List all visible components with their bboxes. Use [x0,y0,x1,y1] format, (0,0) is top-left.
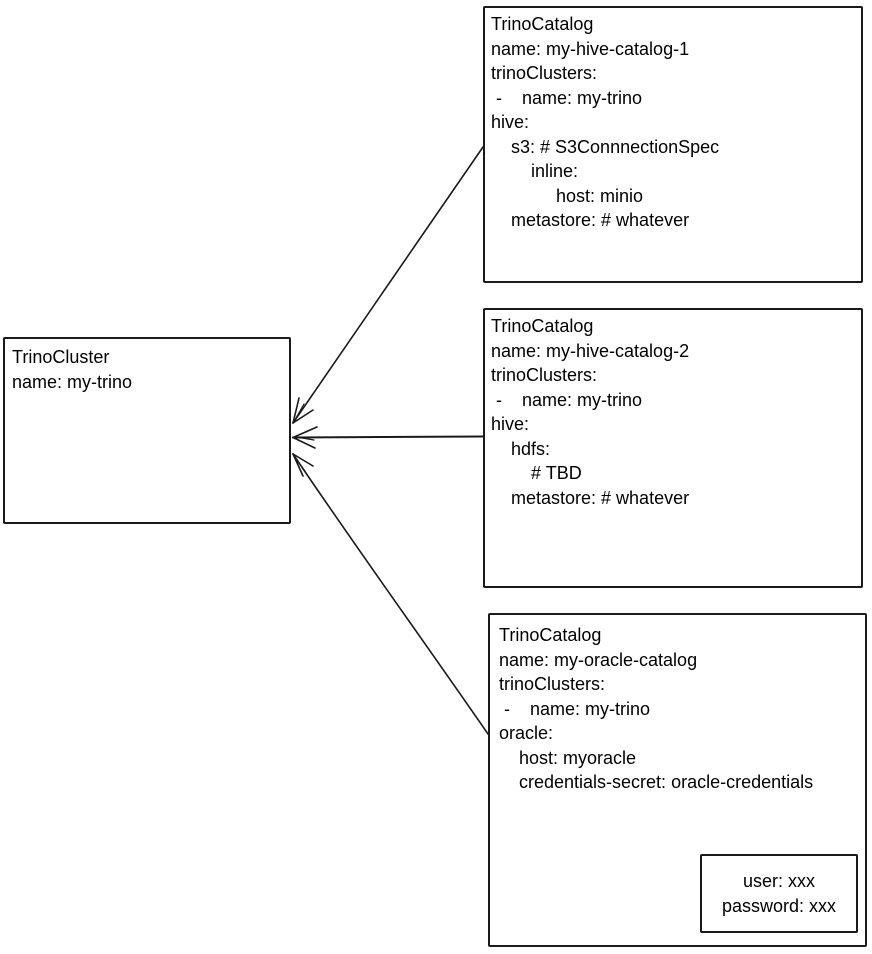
trino-cluster-yaml-text: TrinoCluster name: my-trino [12,347,133,392]
edge-catalog3-to-cluster [292,453,489,735]
arrowhead-catalog3-sketch-stroke [294,457,306,472]
trino-catalog-1-box: TrinoCatalog name: my-hive-catalog-1 tri… [483,6,863,283]
arrowhead-catalog3-barb [292,453,314,467]
arrowhead-catalog2-barb [292,436,316,449]
trino-catalog-2-box: TrinoCatalog name: my-hive-catalog-2 tri… [483,308,863,588]
arrowhead-catalog2-sketch-stroke [295,436,315,441]
credentials-secret-text: user: xxx password: xxx [721,871,837,916]
arrowhead-catalog1-barb [292,409,314,424]
credentials-secret-box: user: xxx password: xxx [700,854,858,933]
trino-catalog-2-yaml-text: TrinoCatalog name: my-hive-catalog-2 tri… [491,316,690,508]
trino-catalog-1-yaml-text: TrinoCatalog name: my-hive-catalog-1 tri… [491,14,720,230]
trino-catalog-3-yaml-text: TrinoCatalog name: my-oracle-catalog tri… [499,625,814,792]
edge-catalog1-to-cluster [292,146,484,424]
edge-catalog2-to-cluster [292,435,484,439]
trino-cluster-box: TrinoCluster name: my-trino [3,337,291,524]
arrowhead-catalog2-barb [292,426,318,439]
arrowhead-catalog1-sketch-stroke [295,403,305,419]
arrowhead-catalog1-barb [292,397,300,424]
